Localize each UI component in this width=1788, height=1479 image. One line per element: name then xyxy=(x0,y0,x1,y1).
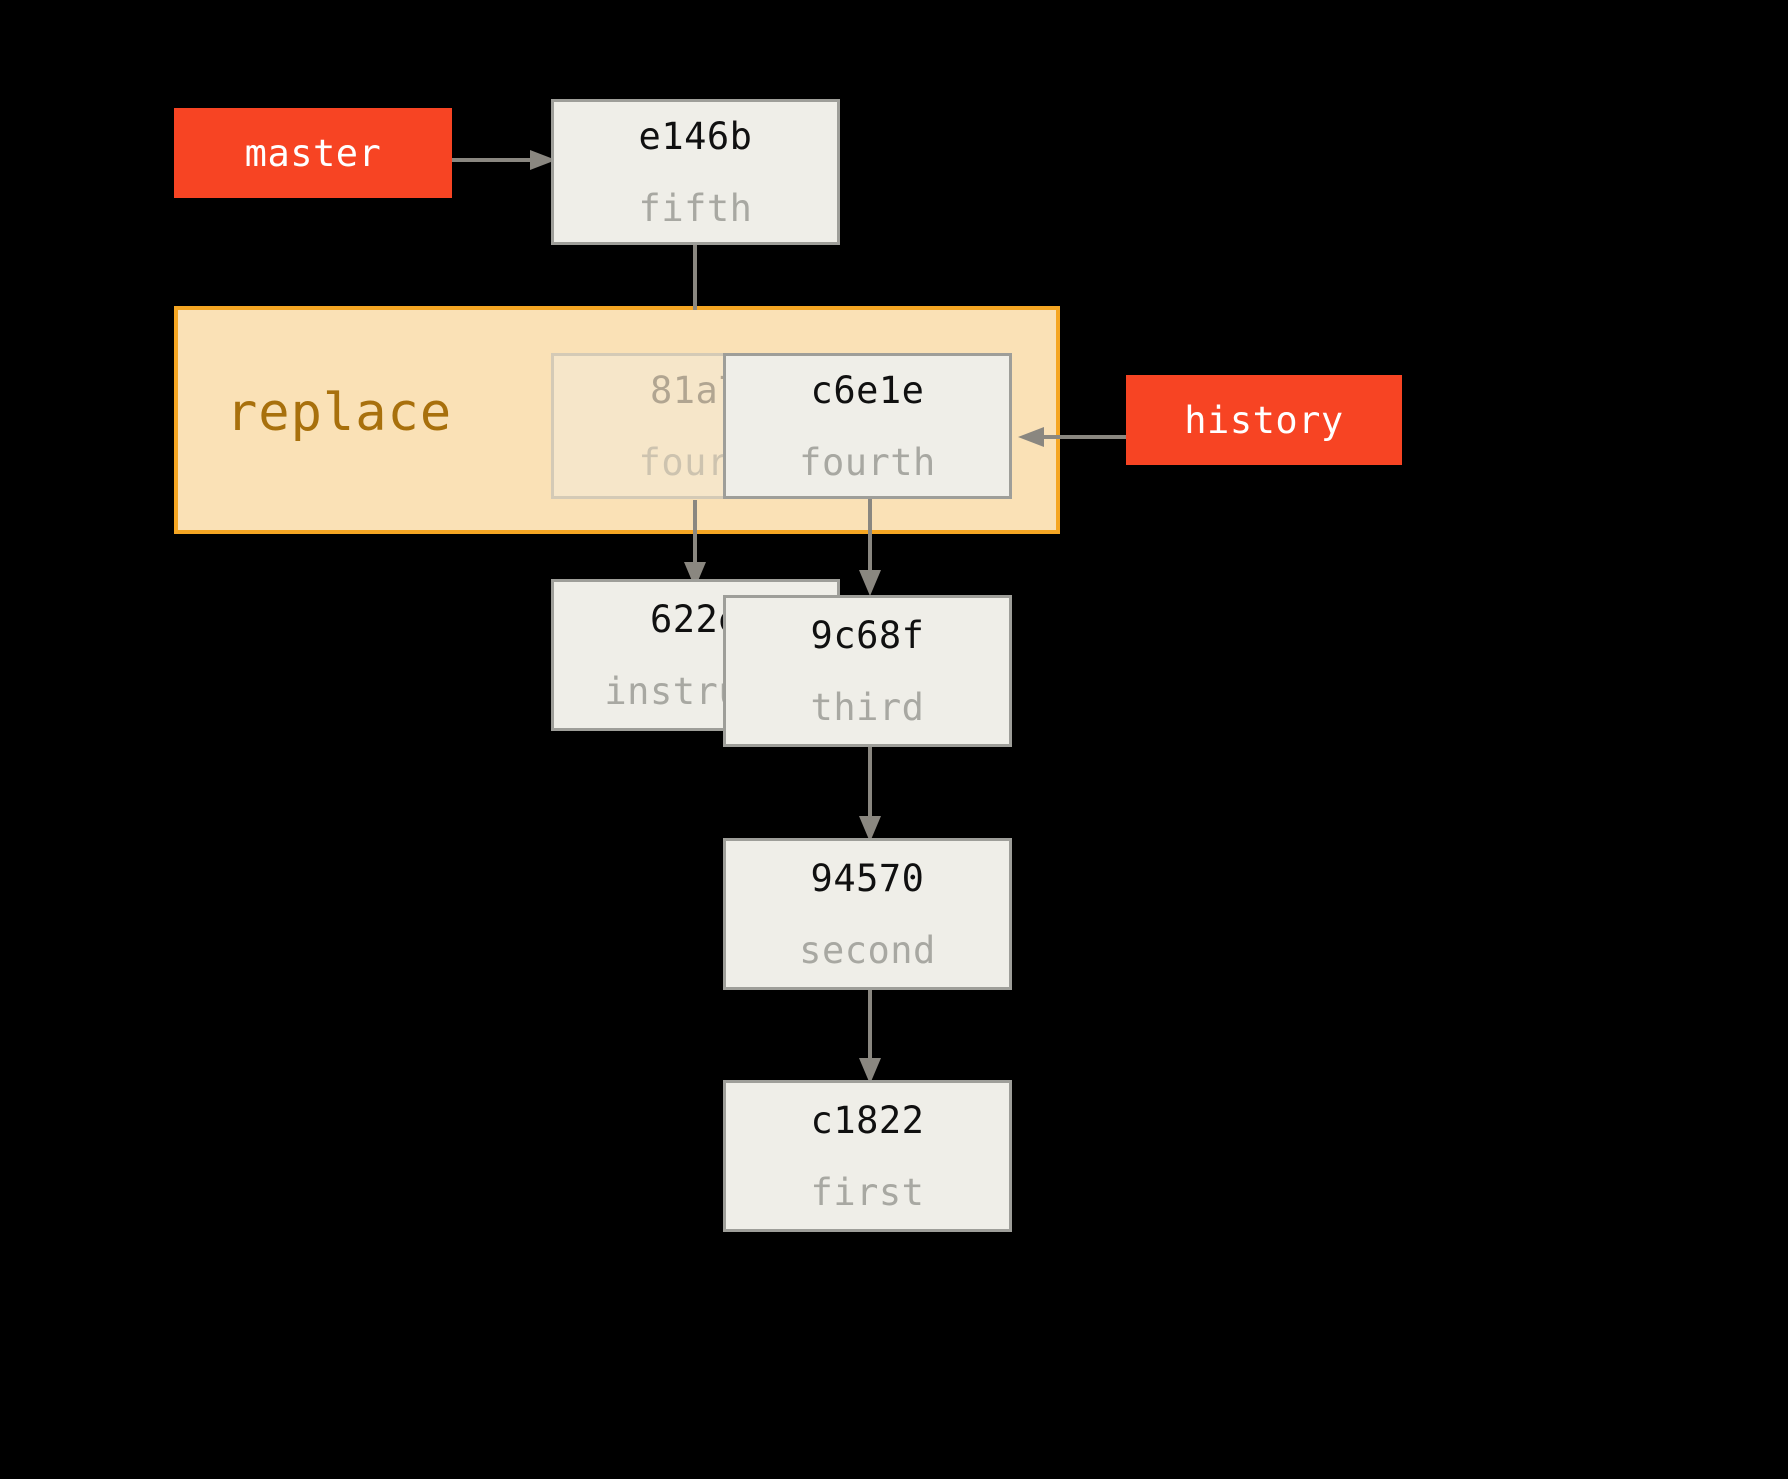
master-ref-label[interactable]: master xyxy=(174,108,452,198)
replace-band-label: replace xyxy=(226,383,453,443)
commit-sha: e146b xyxy=(638,114,753,158)
commit-message: fourth xyxy=(799,440,936,484)
commit-message: fifth xyxy=(638,186,753,230)
edge-9c68f-to-94570 xyxy=(859,744,881,842)
edge-e146b-to-81a7 xyxy=(693,244,697,310)
commit-sha: 94570 xyxy=(810,856,925,900)
master-ref-text: master xyxy=(244,131,382,175)
commit-node-c1822[interactable]: c1822 first xyxy=(723,1080,1012,1232)
commit-message: third xyxy=(810,685,925,729)
edge-94570-to-c1822 xyxy=(859,986,881,1084)
commit-node-e146b[interactable]: e146b fifth xyxy=(551,99,840,245)
commit-node-94570[interactable]: 94570 second xyxy=(723,838,1012,990)
commit-sha: c1822 xyxy=(810,1098,925,1142)
commit-message: second xyxy=(799,928,936,972)
history-ref-text: history xyxy=(1184,398,1344,442)
commit-node-9c68f[interactable]: 9c68f third xyxy=(723,595,1012,747)
commit-sha: 9c68f xyxy=(810,613,925,657)
history-ref-label[interactable]: history xyxy=(1126,375,1402,465)
commit-sha: c6e1e xyxy=(810,368,925,412)
commit-node-c6e1e[interactable]: c6e1e fourth xyxy=(723,353,1012,499)
commit-message: first xyxy=(810,1170,925,1214)
edge-master-to-e146b xyxy=(448,150,556,170)
